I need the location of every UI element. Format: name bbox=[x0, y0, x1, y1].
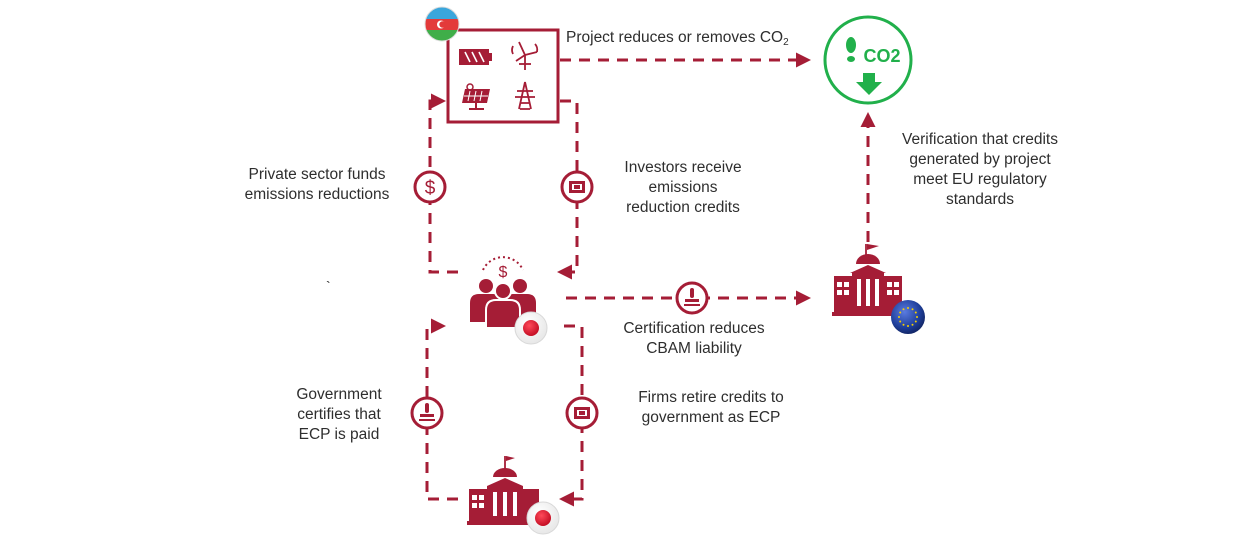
label-line: emissions reductions bbox=[244, 186, 390, 203]
label-text: Project reduces or removes CO bbox=[566, 29, 784, 46]
label-line: Certification reduces bbox=[623, 320, 765, 337]
eu-government-node bbox=[832, 244, 925, 334]
label-line: CBAM liability bbox=[646, 340, 742, 357]
label-line: Private sector funds bbox=[248, 166, 386, 183]
government-node bbox=[467, 456, 560, 535]
certificate-circle-icon bbox=[560, 170, 594, 204]
japan-flag bbox=[526, 501, 560, 535]
label-line: Firms retire credits to bbox=[638, 389, 784, 406]
battery-icon bbox=[459, 49, 492, 65]
label-line: Investors receive bbox=[624, 159, 742, 176]
label-subscript: 2 bbox=[783, 37, 789, 48]
label-line: ` bbox=[326, 278, 331, 294]
svg-text:$: $ bbox=[499, 264, 508, 281]
japan-flag bbox=[514, 311, 548, 345]
stamp-circle-icon bbox=[675, 281, 709, 315]
label-line: generated by project bbox=[909, 151, 1051, 168]
eu-flag bbox=[891, 300, 925, 334]
dollar-circle-icon: $ bbox=[413, 170, 447, 204]
label-investors-receive: Investors receive emissions reduction cr… bbox=[608, 158, 758, 218]
label-line: certifies that bbox=[297, 406, 381, 423]
power-tower-icon bbox=[515, 81, 535, 110]
label-line: Verification that credits bbox=[902, 131, 1058, 148]
label-government-certifies: Government certifies that ECP is paid bbox=[280, 385, 398, 445]
label-line: Government bbox=[296, 386, 382, 403]
label-line: standards bbox=[945, 191, 1015, 208]
label-line: ECP is paid bbox=[298, 426, 380, 443]
label-line: reduction credits bbox=[626, 199, 740, 216]
label-line: emissions bbox=[648, 179, 718, 196]
solar-panel-icon bbox=[462, 83, 490, 110]
stray-mark: ` bbox=[326, 276, 331, 296]
label-private-sector: Private sector funds emissions reduction… bbox=[228, 165, 406, 205]
co2-label: CO2 bbox=[863, 46, 900, 66]
label-verification: Verification that credits generated by p… bbox=[880, 130, 1080, 210]
stamp-circle-icon bbox=[410, 396, 444, 430]
label-line: meet EU regulatory bbox=[913, 171, 1047, 188]
project-node bbox=[446, 28, 560, 124]
down-arrow-icon bbox=[856, 73, 882, 95]
certificate-circle-icon bbox=[565, 396, 599, 430]
label-project-reduces: Project reduces or removes CO2 bbox=[566, 28, 789, 53]
svg-text:$: $ bbox=[425, 178, 436, 199]
co2-reduction-node bbox=[823, 15, 913, 105]
label-certification: Certification reduces CBAM liability bbox=[604, 319, 784, 359]
azerbaijan-flag bbox=[424, 6, 460, 42]
footprint-icon bbox=[846, 37, 856, 62]
wind-turbine-icon bbox=[511, 41, 539, 70]
government-building-icon bbox=[832, 244, 904, 316]
label-firms-retire: Firms retire credits to government as EC… bbox=[618, 388, 804, 428]
dollar-icon: $ bbox=[482, 256, 524, 281]
label-line: government as ECP bbox=[641, 409, 781, 426]
